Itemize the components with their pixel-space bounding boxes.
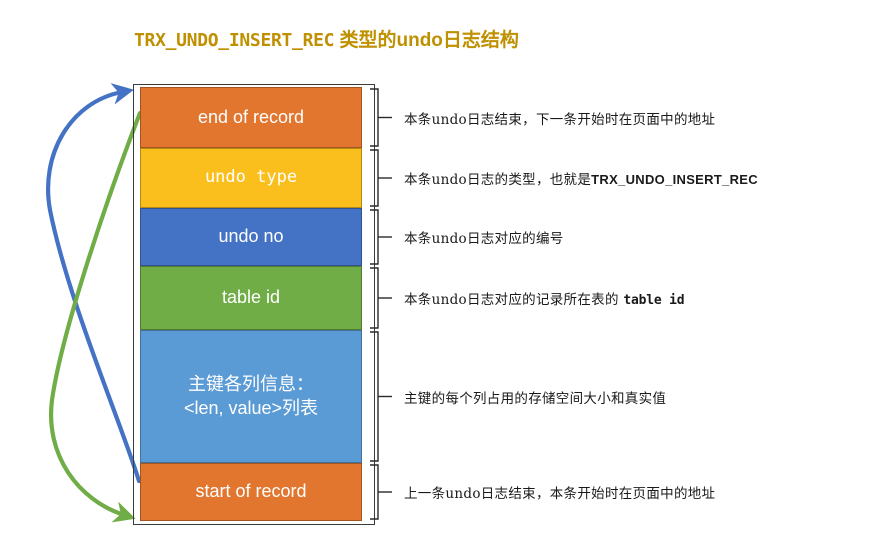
field-block-end-of-record: end of record (140, 87, 362, 148)
brace-bracket (370, 331, 379, 462)
undo-log-structure: end of record undo type undo no table id 主键各… (140, 87, 362, 522)
brace-bracket (370, 88, 379, 147)
field-label-line-1: undo type (204, 167, 298, 188)
field-label-start-of-record: start of record (195, 480, 306, 503)
annotation-text: 本条undo日志对应的编号 (404, 231, 564, 247)
field-label-line-1: table id (221, 287, 281, 308)
annotation-text: 上一条undo日志结束，本条开始时在页面中的地址 (404, 486, 716, 502)
annotation-undo-type: 本条undo日志的类型，也就是TRX_UNDO_INSERT_REC (404, 168, 758, 188)
annotation-text: 本条undo日志对应的记录所在表的 (404, 292, 624, 308)
page-title: TRX_UNDO_INSERT_REC 类型的undo日志结构 (134, 27, 654, 55)
field-label-table-id: table id (222, 286, 280, 309)
annotation-primary-key-columns: 主键的每个列占用的存储空间大小和真实值 (404, 387, 666, 407)
field-label-line-1: 主键各列信息： (187, 374, 314, 395)
annotation-table-id: 本条undo日志对应的记录所在表的 table id (404, 288, 685, 308)
annotation-text: 本条undo日志的类型，也就是 (404, 172, 592, 188)
field-label-undo-type: undo type (205, 167, 297, 189)
page-title-mono-part: TRX_UNDO_INSERT_REC (134, 30, 335, 51)
field-block-table-id: table id (140, 266, 362, 330)
annotation-text: 主键的每个列占用的存储空间大小和真实值 (404, 390, 667, 407)
brace-bracket (370, 267, 379, 329)
annotation-end-of-record: 本条undo日志结束，下一条开始时在页面中的地址 (404, 108, 715, 128)
field-label-line-2: <len, value>列表 (183, 397, 319, 418)
annotation-undo-no: 本条undo日志对应的编号 (404, 227, 564, 247)
annotation-text: 本条undo日志结束，下一条开始时在页面中的地址 (404, 111, 716, 128)
annotation-code-tail: table id (623, 293, 685, 308)
annotation-start-of-record: 上一条undo日志结束，本条开始时在页面中的地址 (404, 482, 715, 502)
arrow-next-record-link (48, 110, 143, 523)
brace-start-of-record (370, 464, 392, 520)
brace-bracket (370, 464, 379, 520)
field-label-undo-no: undo no (218, 225, 283, 248)
field-block-start-of-record: start of record (140, 463, 362, 521)
field-block-undo-type: undo type (140, 148, 362, 208)
brace-primary-key-columns (370, 331, 392, 462)
annotation-code-tail: TRX_UNDO_INSERT_REC (591, 172, 758, 187)
field-block-primary-key-columns: 主键各列信息：<len, value>列表 (140, 330, 362, 463)
brace-bracket (370, 209, 379, 265)
brace-undo-no (370, 209, 392, 265)
field-label-line-1: end of record (197, 106, 305, 127)
field-label-end-of-record: end of record (198, 106, 304, 129)
brace-table-id (370, 267, 392, 329)
brace-bracket (370, 149, 379, 207)
brace-undo-type (370, 149, 392, 207)
page-title-rest-part: 类型的undo日志结构 (334, 30, 519, 51)
field-label-line-1: undo no (218, 226, 284, 247)
brace-end-of-record (370, 88, 392, 147)
arrow-prev-record-link (46, 83, 142, 484)
field-label-primary-key-columns: 主键各列信息：<len, value>列表 (184, 373, 318, 419)
field-label-line-1: start of record (195, 481, 307, 502)
field-block-undo-no: undo no (140, 208, 362, 266)
